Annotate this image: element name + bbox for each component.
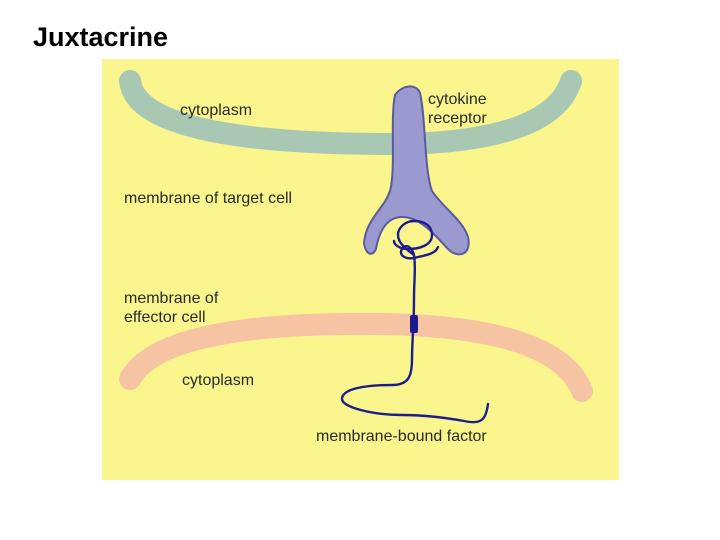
label-receptor: receptor xyxy=(428,110,487,127)
label-cytoplasm-bottom: cytoplasm xyxy=(182,372,254,389)
label-cytoplasm-top: cytoplasm xyxy=(180,102,252,119)
label-membrane-of: membrane of xyxy=(124,290,219,307)
diagram-canvas: cytoplasm cytokine receptor membrane of … xyxy=(102,59,619,480)
effector-cell-membrane xyxy=(119,312,593,402)
label-effector-cell: effector cell xyxy=(124,309,206,326)
factor-membrane-anchor xyxy=(410,315,418,333)
label-membrane-bound-factor: membrane-bound factor xyxy=(316,428,487,445)
juxtacrine-diagram: cytoplasm cytokine receptor membrane of … xyxy=(102,59,619,480)
slide-title: Juxtacrine xyxy=(33,22,169,52)
label-membrane-target-cell: membrane of target cell xyxy=(124,190,292,207)
label-cytokine: cytokine xyxy=(428,91,487,108)
membrane-bound-factor-line xyxy=(340,219,490,424)
target-cell-membrane xyxy=(119,70,582,156)
